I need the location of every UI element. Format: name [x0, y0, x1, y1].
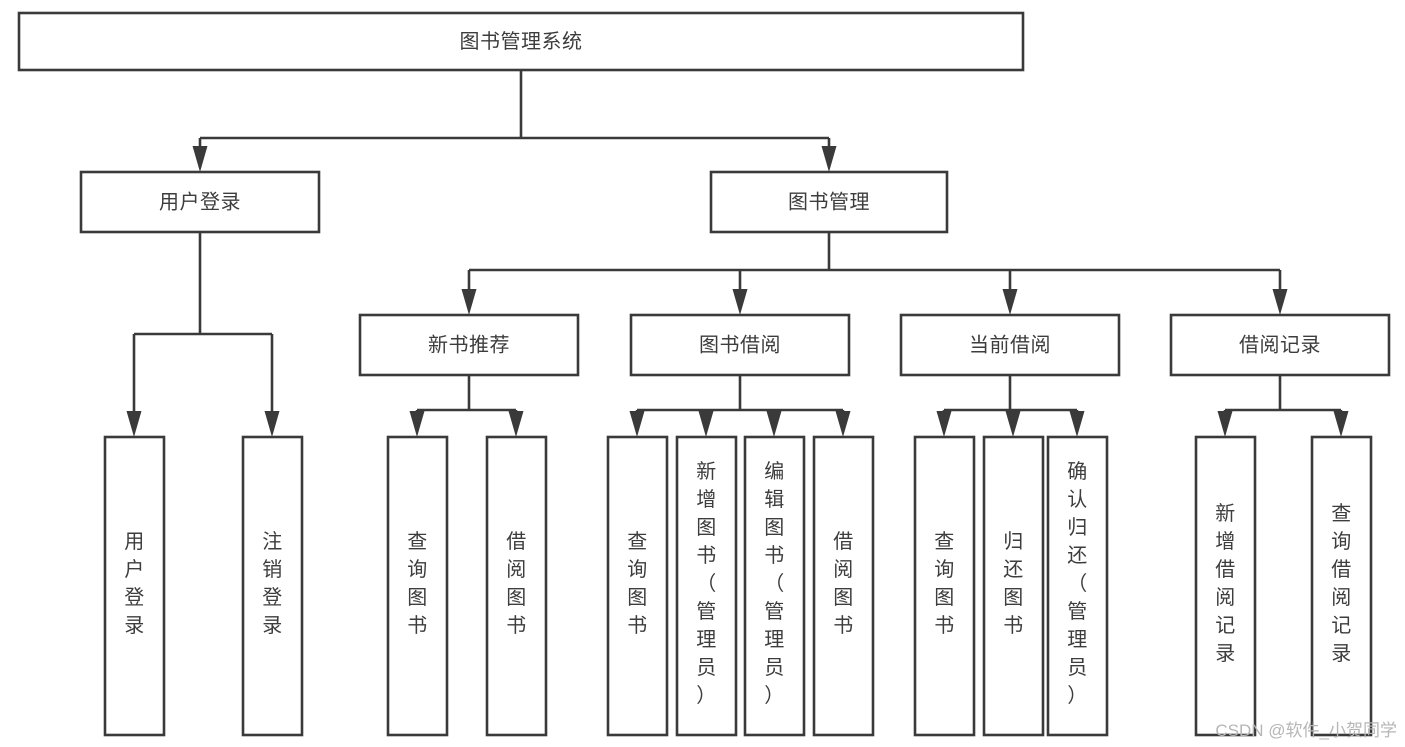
node-box[interactable] [982, 435, 1045, 737]
node-leaf_2[interactable]: 注销登录 [241, 435, 304, 737]
connector-group-root-to-level1 [192, 70, 837, 172]
node-box[interactable] [899, 313, 1121, 377]
node-l2_d[interactable]: 借阅记录 [1169, 313, 1391, 377]
node-layer: 图书管理系统用户登录图书管理新书推荐图书借阅当前借阅借阅记录用户登录注销登录查询… [17, 11, 1391, 737]
node-box[interactable] [629, 313, 851, 377]
node-leaf_11[interactable]: 确认归还（管理员） [1046, 435, 1109, 737]
node-box[interactable] [675, 435, 738, 737]
node-label: 确认归还（管理员） [1067, 460, 1088, 707]
arrow-head-icon [409, 411, 425, 437]
arrow-head-icon [1217, 411, 1233, 437]
node-box[interactable] [1194, 435, 1257, 737]
node-label: 新书推荐 [428, 333, 510, 356]
node-box[interactable] [606, 435, 669, 737]
arrow-head-icon [766, 411, 782, 437]
arrow-head-icon [629, 411, 645, 437]
node-leaf_7[interactable]: 编辑图书（管理员） [743, 435, 806, 737]
node-label: 归还图书 [1003, 530, 1024, 637]
node-box[interactable] [485, 435, 548, 737]
node-leaf_4[interactable]: 借阅图书 [485, 435, 548, 737]
node-label: 借阅图书 [833, 530, 854, 637]
node-box[interactable] [743, 435, 806, 737]
node-label: 图书借阅 [699, 333, 781, 356]
node-root[interactable]: 图书管理系统 [17, 11, 1025, 72]
node-leaf_9[interactable]: 查询图书 [913, 435, 976, 737]
connector-group-records-to-leaves [1217, 375, 1349, 437]
node-box[interactable] [358, 313, 580, 377]
node-label: 查询图书 [407, 530, 428, 637]
connector-group-book-manage-to-level2 [461, 232, 1288, 315]
arrow-head-icon [1005, 411, 1021, 437]
node-l1_a[interactable]: 用户登录 [79, 170, 321, 234]
node-label: 借阅记录 [1239, 333, 1321, 356]
node-leaf_12[interactable]: 新增借阅记录 [1194, 435, 1257, 737]
node-l2_c[interactable]: 当前借阅 [899, 313, 1121, 377]
node-label: 当前借阅 [969, 333, 1051, 356]
node-label: 用户登录 [124, 531, 145, 637]
node-box[interactable] [709, 170, 949, 234]
arrow-head-icon [1002, 289, 1018, 315]
node-leaf_3[interactable]: 查询图书 [386, 435, 449, 737]
node-label: 注销登录 [262, 530, 283, 637]
node-box[interactable] [103, 435, 166, 737]
connector-group-borrow-to-leaves [629, 375, 851, 437]
node-leaf_13[interactable]: 查询借阅记录 [1310, 435, 1373, 737]
node-box[interactable] [17, 11, 1025, 72]
node-box[interactable] [1169, 313, 1391, 377]
arrow-head-icon [192, 146, 208, 172]
node-label: 查询借阅记录 [1331, 502, 1352, 665]
arrow-head-icon [936, 411, 952, 437]
node-box[interactable] [913, 435, 976, 737]
node-box[interactable] [79, 170, 321, 234]
arrow-head-icon [1333, 411, 1349, 437]
node-label: 新增图书（管理员） [696, 460, 717, 707]
arrow-head-icon [835, 411, 851, 437]
node-label: 图书管理系统 [460, 30, 583, 53]
arrow-head-icon [1272, 289, 1288, 315]
node-l1_b[interactable]: 图书管理 [709, 170, 949, 234]
node-label: 查询图书 [934, 530, 955, 637]
arrow-head-icon [1069, 411, 1085, 437]
node-l2_b[interactable]: 图书借阅 [629, 313, 851, 377]
arrow-head-icon [821, 146, 837, 172]
node-label: 图书管理 [788, 190, 870, 213]
node-leaf_10[interactable]: 归还图书 [982, 435, 1045, 737]
node-label: 用户登录 [159, 190, 241, 213]
node-box[interactable] [1310, 435, 1373, 737]
node-label: 编辑图书（管理员） [764, 460, 785, 707]
arrow-head-icon [508, 411, 524, 437]
arrow-head-icon [264, 411, 280, 437]
connector-group-current-borrow-to-leaves [936, 375, 1085, 437]
node-box[interactable] [241, 435, 304, 737]
node-label: 查询图书 [627, 530, 648, 637]
arrow-head-icon [461, 289, 477, 315]
node-box[interactable] [386, 435, 449, 737]
node-leaf_5[interactable]: 查询图书 [606, 435, 669, 737]
node-leaf_1[interactable]: 用户登录 [103, 435, 166, 737]
node-leaf_6[interactable]: 新增图书（管理员） [675, 435, 738, 737]
arrow-head-icon [698, 411, 714, 437]
node-box[interactable] [812, 435, 875, 737]
node-label: 新增借阅记录 [1215, 502, 1236, 665]
arrow-head-icon [126, 411, 142, 437]
node-box[interactable] [1046, 435, 1109, 737]
node-l2_a[interactable]: 新书推荐 [358, 313, 580, 377]
node-leaf_8[interactable]: 借阅图书 [812, 435, 875, 737]
connector-group-new-book-to-leaves [409, 375, 524, 437]
connector-group-user-login-to-leaves [126, 232, 280, 437]
arrow-head-icon [732, 289, 748, 315]
connector-layer [126, 70, 1349, 437]
node-label: 借阅图书 [506, 530, 527, 637]
